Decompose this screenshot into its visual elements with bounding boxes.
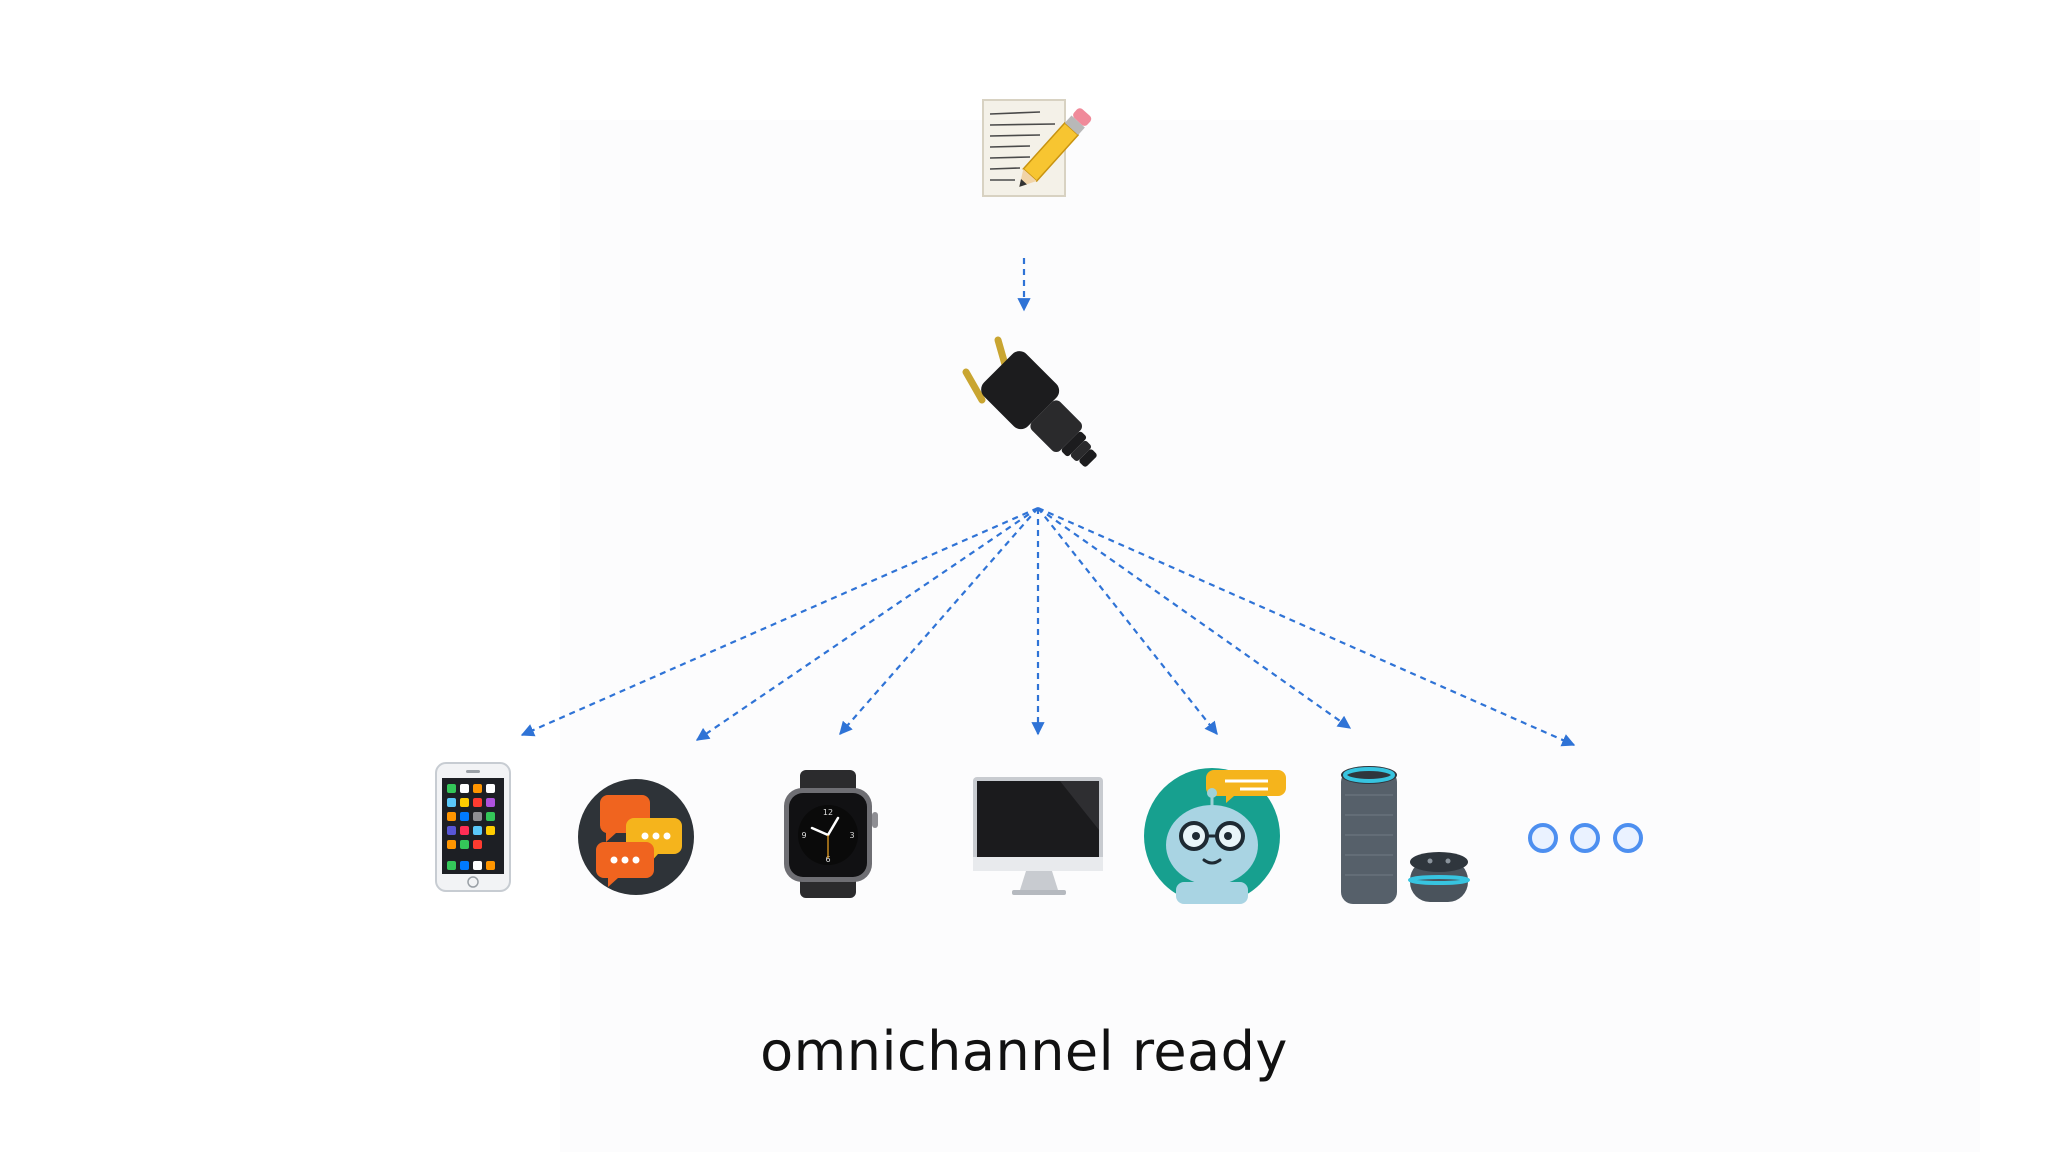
arrow-to-chat bbox=[695, 507, 1039, 741]
svg-text:12: 12 bbox=[823, 808, 833, 817]
arrow-to-smartwatch bbox=[839, 507, 1039, 735]
fan-out-arrows bbox=[520, 506, 1576, 747]
caption: omnichannel ready bbox=[760, 1020, 1288, 1083]
smartwatch-icon: 12 3 6 9 bbox=[784, 770, 878, 898]
background-panel bbox=[560, 120, 1980, 1152]
svg-text:9: 9 bbox=[801, 831, 806, 840]
desktop-monitor-icon bbox=[973, 777, 1103, 895]
more-channels-icon bbox=[1528, 823, 1643, 853]
electric-plug-icon bbox=[962, 336, 1097, 467]
svg-text:3: 3 bbox=[849, 831, 854, 840]
chatbot-icon bbox=[1144, 768, 1286, 904]
chat-bubbles-icon bbox=[578, 779, 694, 895]
arrow-to-smartphone bbox=[520, 506, 1039, 737]
arrow-to-more bbox=[1037, 506, 1576, 747]
arrow-to-speaker bbox=[1037, 507, 1352, 729]
svg-text:6: 6 bbox=[825, 855, 830, 864]
smartphone-icon bbox=[435, 762, 511, 892]
smart-speaker-icon bbox=[1341, 766, 1470, 904]
memo-pencil-icon bbox=[982, 99, 1092, 197]
arrow-to-chatbot bbox=[1037, 507, 1218, 736]
